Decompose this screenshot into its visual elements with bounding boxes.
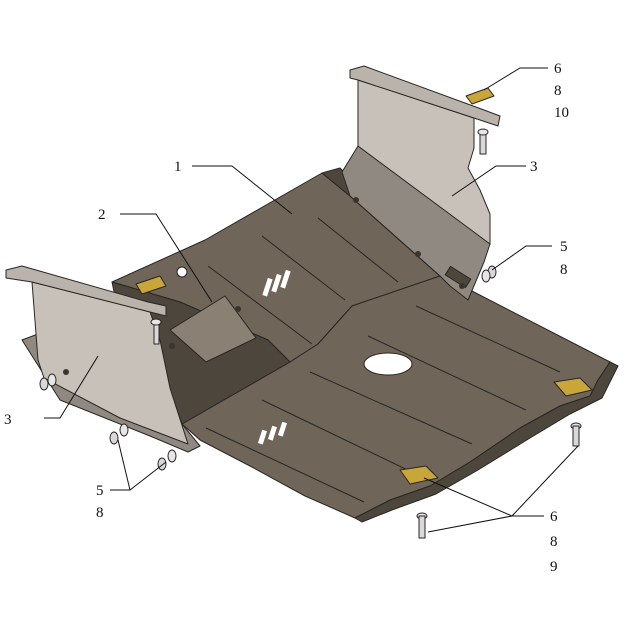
rib	[207, 265, 313, 345]
leader-lines	[44, 67, 579, 533]
vent-slots-rear	[262, 269, 291, 297]
callout-5-right: 5	[560, 239, 568, 255]
right-panel-top-bracket	[349, 65, 501, 127]
callout-8-bottom: 8	[550, 534, 558, 550]
rib	[317, 217, 399, 283]
callout-3-left: 3	[4, 412, 12, 428]
drain-hole	[363, 352, 413, 376]
vent-slot	[262, 277, 273, 297]
plate-front-lip	[354, 361, 619, 523]
leader-2	[120, 213, 213, 303]
vent-slot	[267, 425, 278, 441]
mounting-tab-top-right	[465, 87, 495, 105]
vent-slot	[271, 273, 282, 293]
panel-bolt	[459, 283, 465, 289]
callout-10-top: 10	[554, 105, 569, 121]
panel-bolt	[353, 197, 359, 203]
rib	[261, 399, 421, 477]
vent-slot	[277, 421, 288, 437]
cover-bolt	[235, 306, 241, 312]
callout-8-right: 8	[560, 262, 568, 278]
callout-labels: 1 2 3 3 6 8 10 5 8 5 8 6 8 9	[4, 61, 569, 575]
rib	[309, 371, 473, 445]
left-side-panel	[5, 265, 201, 453]
callout-8-left: 8	[96, 505, 104, 521]
callout-3-right: 3	[530, 159, 538, 175]
leader-1	[192, 165, 293, 215]
callout-1: 1	[174, 159, 182, 175]
bolt-left-upper	[150, 318, 162, 345]
vent-slots-front	[257, 421, 288, 445]
callout-2: 2	[98, 207, 106, 223]
callout-5-left: 5	[96, 483, 104, 499]
main-skid-plate	[111, 167, 619, 523]
rib	[261, 235, 346, 301]
fasteners	[39, 128, 582, 539]
panel-bolt	[415, 251, 421, 257]
panel-bolt	[63, 369, 69, 375]
callout-6-top: 6	[554, 61, 562, 77]
leader-6-bottom-b	[511, 445, 579, 517]
small-hole	[241, 208, 245, 212]
vent-slot	[257, 429, 268, 445]
plate-ribs	[205, 217, 561, 503]
leader-6-top	[483, 67, 548, 91]
mounting-tab-front-right	[553, 377, 593, 397]
right-panel-face	[357, 79, 491, 245]
leader-3-left	[44, 355, 99, 419]
leader-5-left-a	[110, 439, 131, 491]
right-side-panel	[341, 65, 501, 301]
mounting-tab-left	[135, 275, 167, 295]
right-panel-slot	[444, 265, 472, 289]
callout-6-bottom: 6	[550, 509, 558, 525]
washers-left	[39, 373, 177, 471]
left-panel-top-bracket	[5, 265, 167, 317]
leader-5-right	[491, 245, 552, 271]
bolt-top-right	[477, 128, 489, 155]
rib	[205, 427, 365, 503]
access-cover-plate	[169, 295, 257, 363]
rib	[415, 305, 561, 373]
bolt-front-left	[416, 512, 428, 539]
callout-8-top: 8	[554, 83, 562, 99]
leader-5-left-b	[129, 461, 167, 491]
small-hole	[176, 266, 188, 278]
bolt-front-right	[570, 422, 582, 447]
vent-slot	[280, 269, 291, 289]
leader-3-right	[451, 165, 526, 197]
panel-bolt	[169, 343, 175, 349]
leader-6-bottom-c	[427, 515, 513, 533]
callout-9-bottom: 9	[550, 559, 558, 575]
rib	[367, 335, 527, 411]
